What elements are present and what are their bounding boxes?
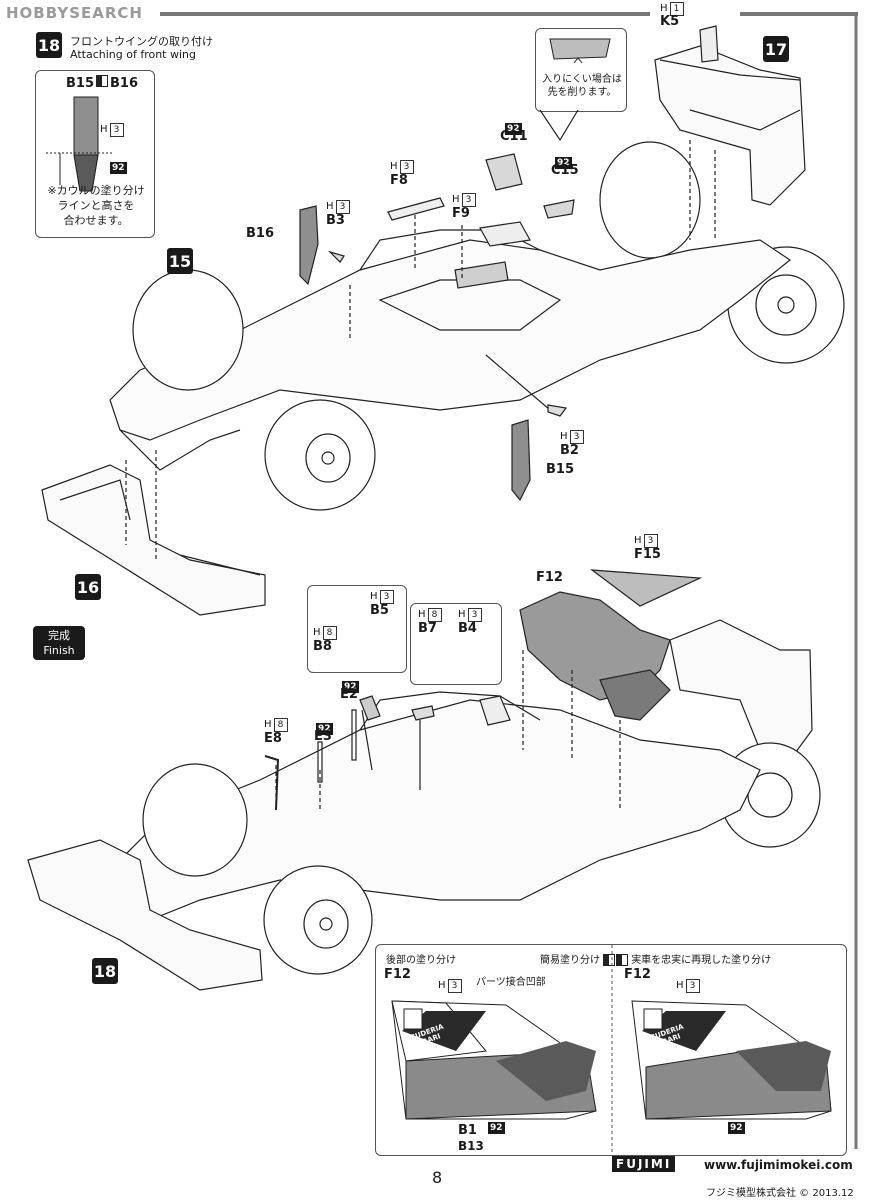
paint-joint-label: パーツ接合凹部 (476, 977, 546, 988)
step-title-en: Attaching of front wing (70, 48, 196, 61)
footer-brand: FUJIMI (612, 1156, 676, 1172)
watermark: HOBBYSEARCH (6, 4, 143, 22)
paint-right-part: F12 (624, 967, 651, 982)
inset-code-92: 92 (110, 162, 127, 174)
real-paint-icon (616, 954, 628, 966)
label-c11-code: 92 (505, 123, 522, 135)
label-k5: K5 (660, 14, 680, 29)
step-number-badge: 18 (36, 32, 62, 58)
label-f8: F8 (390, 173, 408, 188)
paint-real-label: 実車を忠実に再現した塗り分け (616, 951, 771, 966)
upper-car-drawing (41, 25, 845, 616)
label-b4: B4 (458, 621, 477, 636)
footer-copyright: フジミ模型株式会社 © 2013.12 (706, 1188, 854, 1199)
ref-step-16: 16 (75, 574, 101, 600)
ref-step-18: 18 (92, 958, 118, 984)
paint-simple-label: 簡易塗り分け (540, 951, 616, 966)
label-c15: C15 (551, 163, 579, 178)
callout-c15-drawing (549, 38, 611, 64)
paint-code-right: 92 (728, 1122, 745, 1134)
page-number: 8 (432, 1168, 443, 1187)
paint-divider (611, 945, 613, 1155)
paint-left-title: 後部の塗り分け (386, 955, 456, 966)
footer-url: www.fujimimokei.com (704, 1158, 853, 1172)
paint-code-left: 92 (488, 1122, 505, 1134)
inset-note: ※カウルの塗り分け ラインと高さを 合わせます。 (47, 184, 145, 227)
finish-badge: 完成 Finish (33, 626, 85, 660)
step-title-jp: フロントウイングの取り付け (70, 35, 213, 48)
simple-paint-icon (96, 75, 108, 87)
label-e2: E2 (340, 687, 358, 702)
header-bar (0, 0, 880, 28)
label-e3-code: 92 (316, 723, 333, 735)
label-b15: B15 (546, 462, 574, 477)
box-b5-b8 (307, 585, 407, 673)
ref-step-17: 17 (763, 36, 789, 62)
label-f12: F12 (536, 570, 563, 585)
label-b7: B7 (418, 621, 437, 636)
label-c15-code: 92 (555, 157, 572, 169)
right-rule (854, 14, 858, 1149)
box-b7-b4 (410, 603, 502, 685)
label-f15: F15 (634, 547, 661, 562)
label-b16: B16 (246, 226, 274, 241)
ref-step-15: 15 (167, 248, 193, 274)
callout-c15: 入りにくい場合は 先を削ります。 (535, 28, 627, 112)
inset-cowl-drawing (46, 96, 112, 192)
label-b3: B3 (326, 213, 345, 228)
paint-b13: B13 (458, 1139, 484, 1153)
label-f9: F9 (452, 206, 470, 221)
label-e8: E8 (264, 731, 282, 746)
paint-left-part: F12 (384, 967, 411, 982)
paint-left-drawing (391, 1000, 597, 1120)
paint-right-drawing (631, 1000, 832, 1120)
label-b2: B2 (560, 443, 579, 458)
header-rule (160, 12, 858, 16)
callout-c15-note: 入りにくい場合は 先を削ります。 (542, 74, 622, 98)
label-e3: E3 (314, 729, 332, 744)
paint-b1: B1 (458, 1123, 477, 1138)
label-b5: B5 (370, 603, 389, 618)
lower-car-drawing (27, 569, 821, 991)
label-c11: C11 (500, 129, 528, 144)
label-e2-code: 92 (342, 681, 359, 693)
label-b8: B8 (313, 639, 332, 654)
